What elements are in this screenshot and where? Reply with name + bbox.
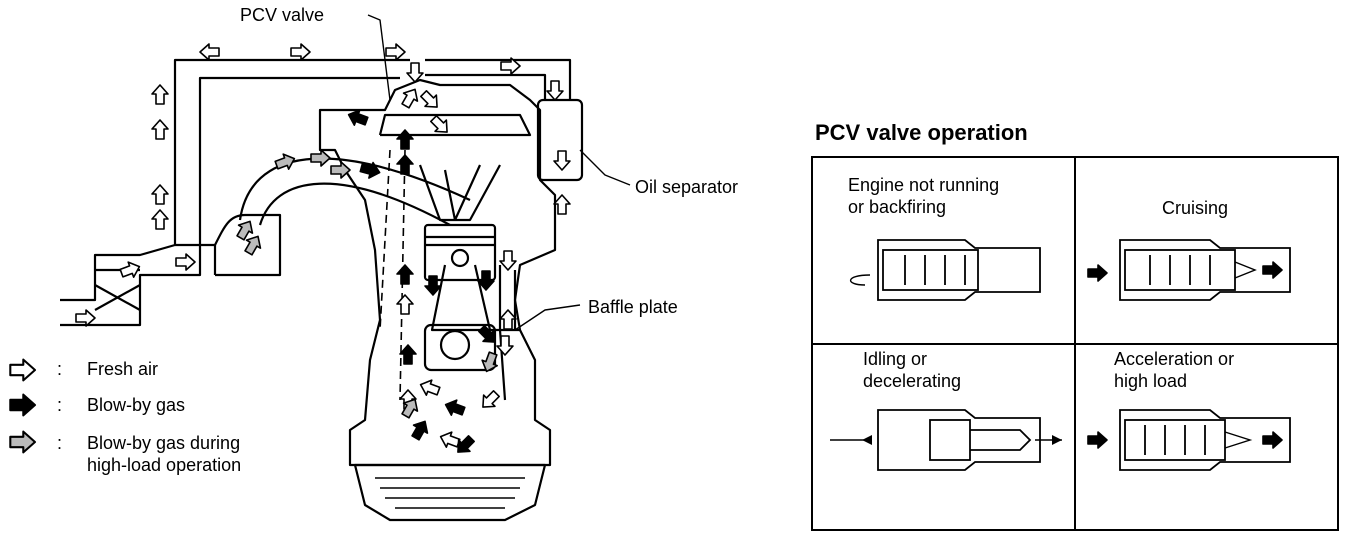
fresh-air-arrow-icon bbox=[9, 358, 37, 382]
valves bbox=[418, 164, 501, 222]
oil-separator-label: Oil separator bbox=[635, 177, 739, 197]
valve-acceleration bbox=[1119, 409, 1291, 471]
panel-label-acceleration: Acceleration or high load bbox=[1114, 349, 1235, 391]
legend-separator: : bbox=[57, 433, 63, 453]
high-load-arrow-icon bbox=[9, 430, 37, 454]
breather-hose bbox=[425, 58, 572, 100]
pcv-operation-title: PCV valve operation bbox=[815, 120, 1028, 145]
legend-blow-by-high-load: Blow-by gas during high-load operation bbox=[87, 433, 242, 475]
oil-return-channel bbox=[498, 265, 517, 401]
legend-separator: : bbox=[57, 395, 63, 415]
panel-label-cruising: Cruising bbox=[1162, 198, 1229, 218]
engine-block bbox=[318, 78, 557, 467]
pcv-valve-label: PCV valve bbox=[240, 5, 325, 25]
legend-fresh-air: Fresh air bbox=[87, 359, 159, 379]
panel-label-idling: Idling or decelerating bbox=[863, 349, 962, 391]
pcv-flow-arrows bbox=[862, 261, 1283, 449]
pcv-operation-panel bbox=[811, 156, 1339, 531]
valve-cruising bbox=[1119, 239, 1291, 301]
connecting-rod bbox=[423, 248, 497, 372]
blow-by-flow-arrows bbox=[345, 106, 502, 459]
piston bbox=[423, 223, 497, 282]
fresh-air-intake-duct bbox=[60, 58, 410, 327]
legend-blow-by-gas: Blow-by gas bbox=[87, 395, 186, 415]
blow-by-arrow-icon bbox=[9, 393, 37, 417]
legend-symbols bbox=[9, 358, 37, 454]
oil-separator bbox=[536, 98, 584, 182]
oil-pan bbox=[353, 463, 547, 522]
legend-separator: : bbox=[57, 359, 63, 379]
valve-engine-off bbox=[849, 239, 1041, 301]
intake-manifold-pipe bbox=[238, 157, 471, 226]
baffle-plate-label: Baffle plate bbox=[588, 297, 678, 317]
panel-label-engine-off: Engine not running or backfiring bbox=[848, 175, 1000, 217]
